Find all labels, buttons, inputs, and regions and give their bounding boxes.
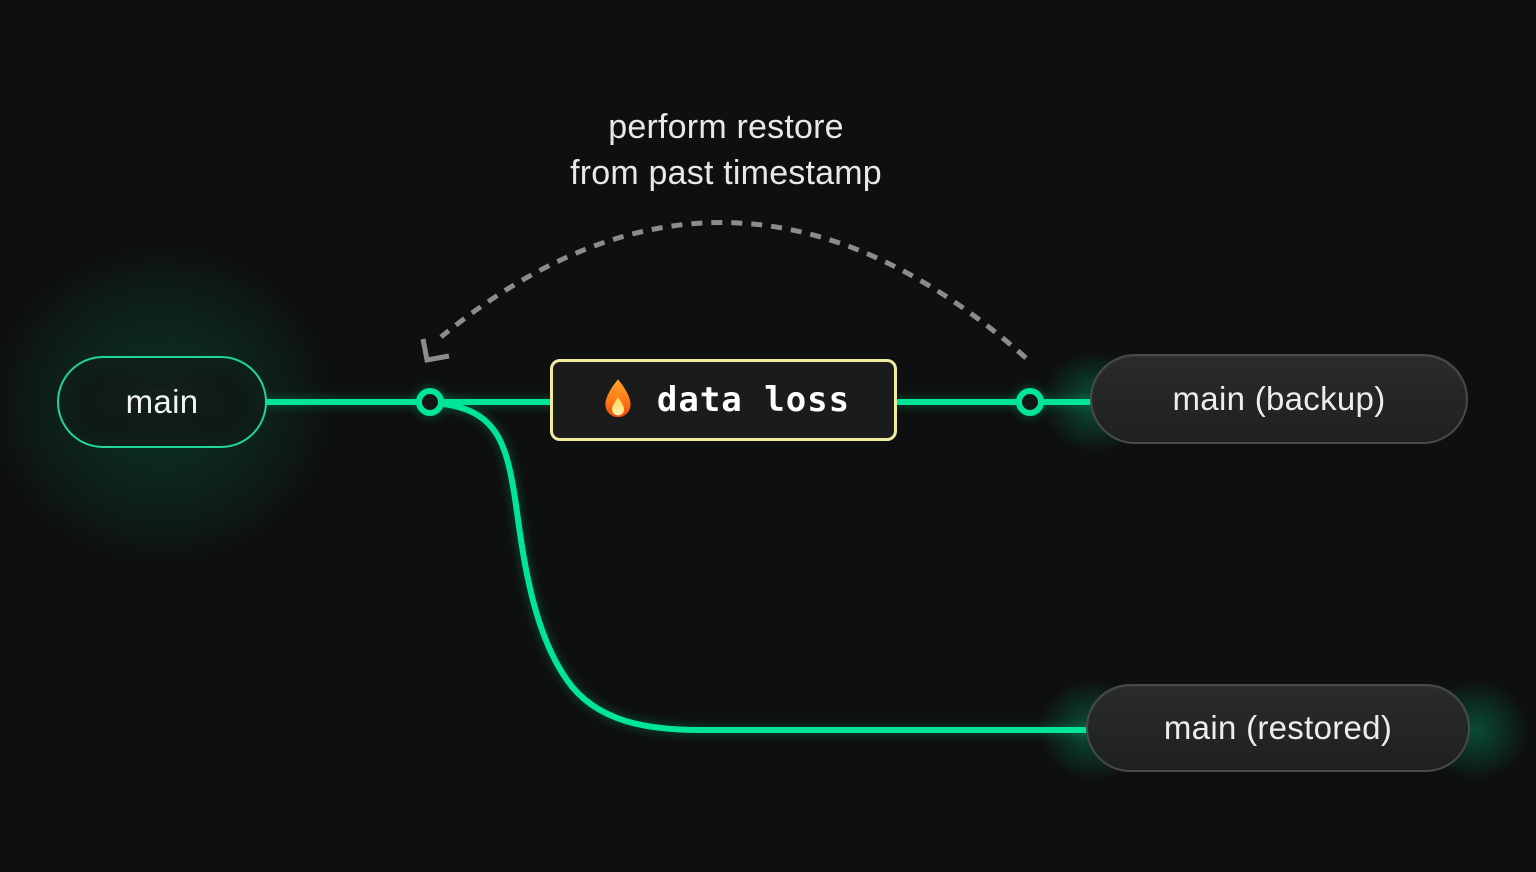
branch-node-restored-label: main (restored) — [1163, 709, 1393, 746]
commit-node-left — [416, 388, 444, 416]
branch-node-backup-label: main (backup) — [1172, 380, 1386, 417]
branch-node-main: main — [57, 356, 267, 448]
annotation-line2: from past timestamp — [570, 154, 882, 192]
annotation: perform restore from past timestamp — [570, 104, 882, 196]
restore-arrowhead-icon — [420, 338, 450, 363]
branch-node-backup: main (backup) — [1090, 354, 1468, 444]
commit-node-right — [1016, 388, 1044, 416]
data-loss-badge: data loss — [550, 359, 897, 441]
data-loss-label: data loss — [656, 380, 851, 420]
branch-node-main-label: main — [125, 383, 199, 420]
branch-node-restored: main (restored) — [1086, 684, 1470, 772]
annotation-line1: perform restore — [608, 108, 844, 146]
restore-dashed-arc — [439, 220, 1028, 360]
restored-branch-curve — [441, 401, 1091, 733]
fire-icon — [605, 379, 631, 418]
